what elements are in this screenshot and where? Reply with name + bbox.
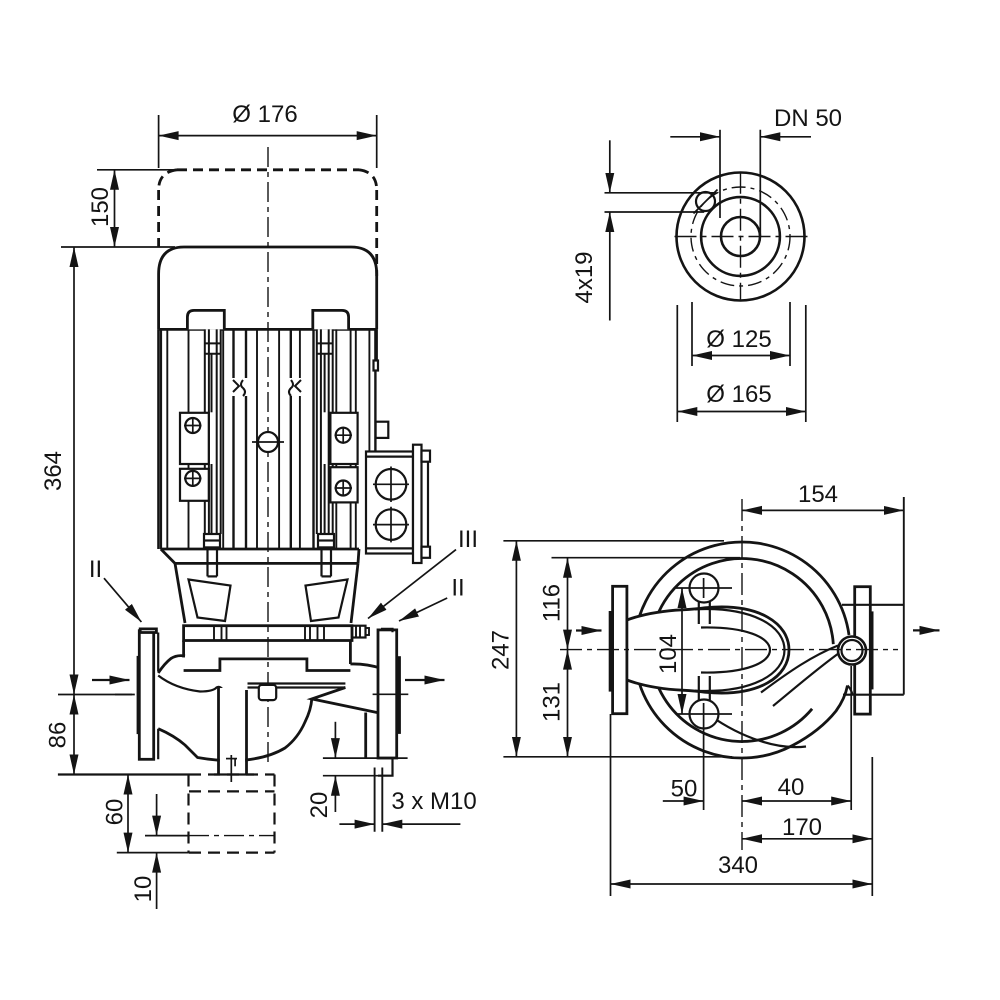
svg-text:3 x M10: 3 x M10 bbox=[391, 788, 476, 815]
svg-text:20: 20 bbox=[306, 792, 333, 819]
svg-text:Ø 165: Ø 165 bbox=[706, 381, 771, 408]
svg-text:Ø 176: Ø 176 bbox=[232, 101, 297, 128]
svg-text:II: II bbox=[451, 575, 464, 602]
svg-text:86: 86 bbox=[45, 722, 72, 749]
svg-text:50: 50 bbox=[671, 776, 698, 803]
svg-text:60: 60 bbox=[102, 799, 129, 826]
svg-text:104: 104 bbox=[655, 634, 682, 674]
svg-text:40: 40 bbox=[778, 774, 805, 801]
svg-text:131: 131 bbox=[539, 682, 566, 722]
svg-text:340: 340 bbox=[718, 852, 758, 879]
svg-text:247: 247 bbox=[488, 630, 515, 670]
svg-text:154: 154 bbox=[798, 481, 838, 508]
svg-text:10: 10 bbox=[130, 876, 157, 903]
svg-text:III: III bbox=[458, 526, 478, 553]
svg-text:150: 150 bbox=[87, 187, 114, 227]
svg-text:4x19: 4x19 bbox=[571, 251, 598, 303]
svg-text:170: 170 bbox=[782, 814, 822, 841]
svg-text:116: 116 bbox=[539, 584, 566, 622]
svg-text:II: II bbox=[89, 556, 102, 583]
svg-text:Ø 125: Ø 125 bbox=[706, 326, 771, 353]
svg-text:364: 364 bbox=[40, 451, 67, 491]
svg-text:DN 50: DN 50 bbox=[774, 105, 842, 132]
